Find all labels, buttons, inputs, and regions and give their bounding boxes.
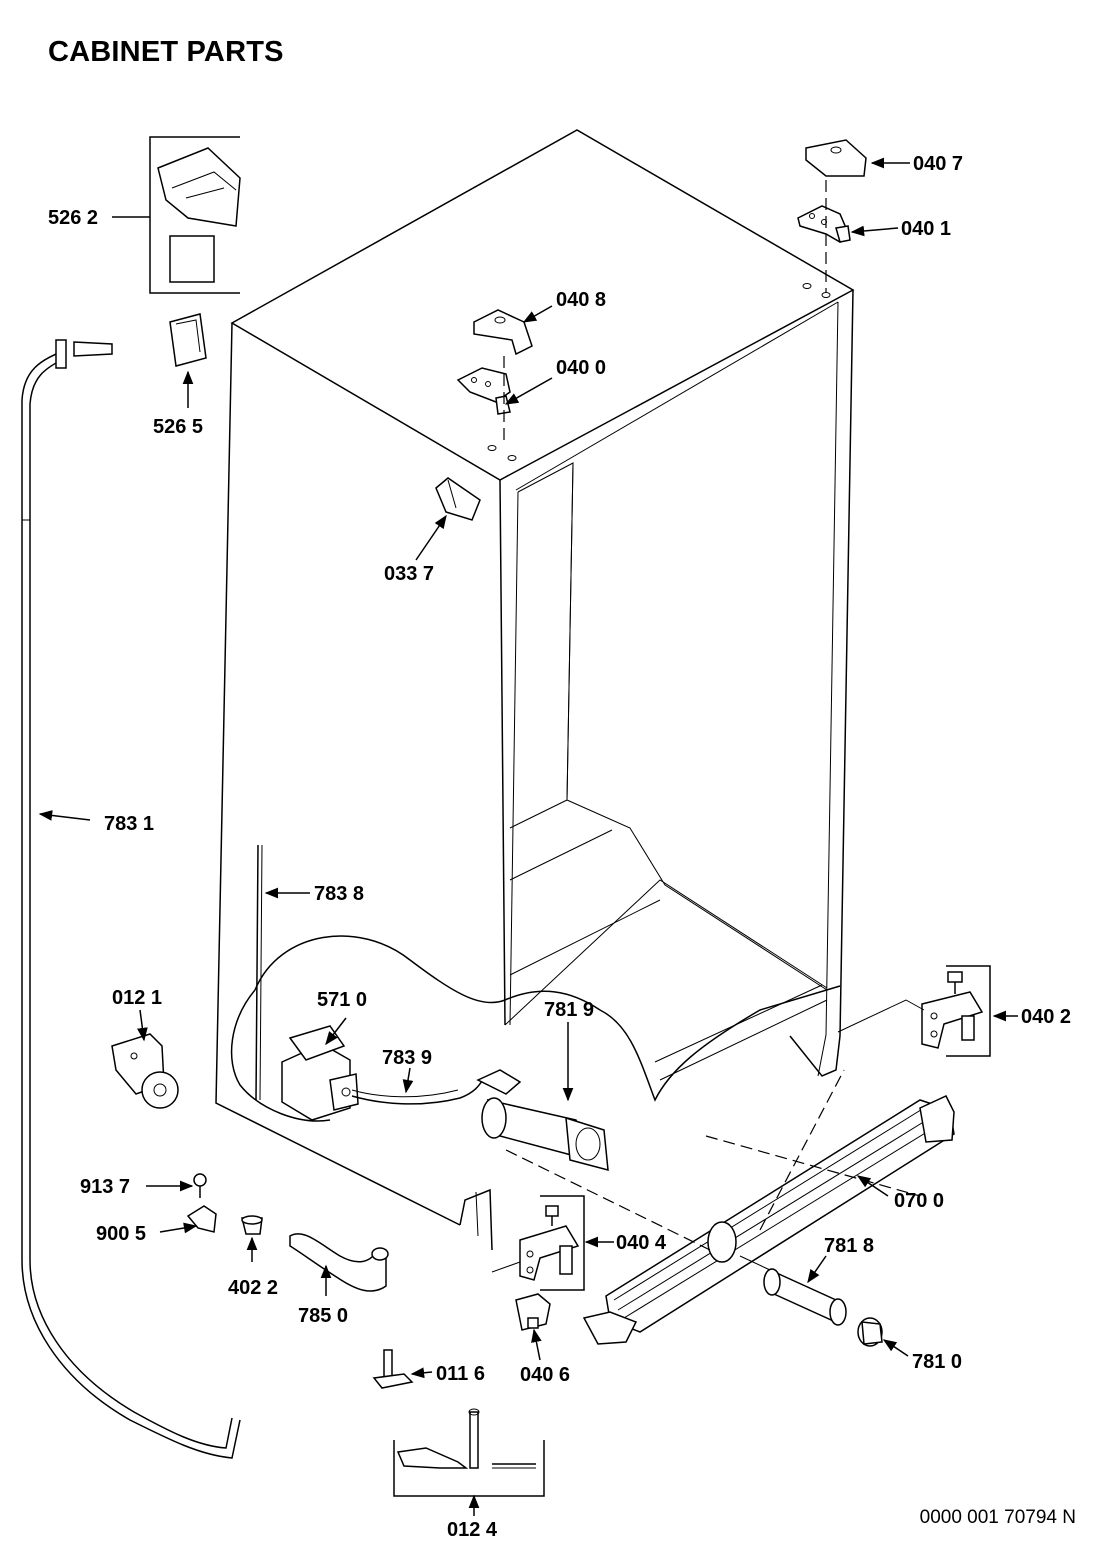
callout-783-1: 783 1 bbox=[104, 813, 154, 835]
part-781-0-filter-cap bbox=[857, 1317, 883, 1347]
callout-781-0: 781 0 bbox=[912, 1351, 962, 1373]
callout-040-1: 040 1 bbox=[901, 218, 951, 240]
part-781-9-filter-housing bbox=[476, 1069, 609, 1172]
callout-783-8: 783 8 bbox=[314, 883, 364, 905]
part-012-4-kit bbox=[393, 1408, 545, 1497]
callout-402-2: 402 2 bbox=[228, 1277, 278, 1299]
part-526-2-control-housing bbox=[149, 136, 241, 294]
callout-571-0: 571 0 bbox=[317, 989, 367, 1011]
part-783-1-water-tube bbox=[21, 339, 241, 1459]
callout-526-2: 526 2 bbox=[48, 207, 98, 229]
part-011-6-leveling-foot bbox=[372, 1349, 414, 1389]
part-571-0-water-valve bbox=[281, 1025, 359, 1121]
top-right-hinge-assembly bbox=[797, 139, 867, 292]
callout-012-1: 012 1 bbox=[112, 987, 162, 1009]
callout-913-7: 913 7 bbox=[80, 1176, 130, 1198]
callout-011-6: 011 6 bbox=[436, 1363, 485, 1385]
callout-781-9: 781 9 bbox=[544, 999, 594, 1021]
callout-040-2: 040 2 bbox=[1021, 1006, 1071, 1028]
callout-labels: 526 2 526 5 040 7 040 1 040 8 040 0 033 … bbox=[48, 153, 1071, 1541]
page-title: CABINET PARTS bbox=[48, 36, 284, 68]
callout-526-5: 526 5 bbox=[153, 416, 203, 438]
callout-012-4: 012 4 bbox=[447, 1519, 498, 1541]
leader-lines bbox=[38, 157, 1018, 1516]
part-781-8-filter-bypass bbox=[739, 1255, 847, 1326]
part-040-6-bracket bbox=[515, 1293, 551, 1331]
part-012-1-roller bbox=[111, 1033, 179, 1109]
part-783-9-tube bbox=[351, 1077, 485, 1105]
callout-785-0: 785 0 bbox=[298, 1305, 348, 1327]
part-783-8-wire bbox=[255, 844, 263, 1101]
part-070-0-toe-grille bbox=[505, 1069, 955, 1345]
part-033-7-clip bbox=[435, 477, 481, 521]
callout-033-7: 033 7 bbox=[384, 563, 434, 585]
callout-040-0: 040 0 bbox=[556, 357, 606, 379]
top-center-hinge-assembly bbox=[456, 309, 533, 446]
part-900-5-bracket bbox=[186, 1205, 217, 1233]
callout-040-6: 040 6 bbox=[520, 1364, 570, 1386]
part-913-7-screw bbox=[193, 1173, 207, 1198]
document-number: 0000 001 70794 N bbox=[919, 1507, 1076, 1528]
cabinet bbox=[215, 129, 855, 1251]
callout-070-0: 070 0 bbox=[894, 1190, 944, 1212]
part-040-4-lower-center-hinge bbox=[491, 1195, 585, 1291]
part-526-5-cover bbox=[169, 313, 207, 367]
callout-040-4: 040 4 bbox=[616, 1232, 667, 1254]
callout-781-8: 781 8 bbox=[824, 1235, 874, 1257]
callout-040-7: 040 7 bbox=[913, 153, 963, 175]
part-040-2-lower-right-hinge bbox=[837, 965, 991, 1057]
callout-900-5: 900 5 bbox=[96, 1223, 146, 1245]
callout-040-8: 040 8 bbox=[556, 289, 606, 311]
part-402-2-cap bbox=[241, 1215, 263, 1235]
part-785-0-drain-hose bbox=[289, 1233, 389, 1292]
callout-783-9: 783 9 bbox=[382, 1047, 432, 1069]
